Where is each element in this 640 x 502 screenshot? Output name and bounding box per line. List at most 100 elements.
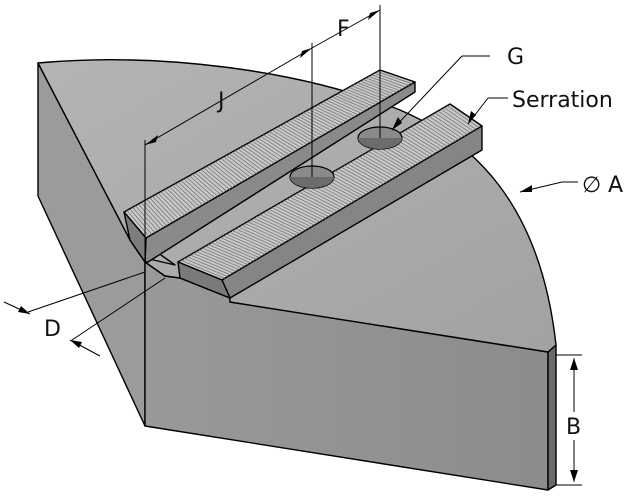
- serration-tooth-line: [203, 167, 230, 190]
- serration-tooth-line: [237, 148, 266, 169]
- serration-tooth-line: [337, 93, 371, 109]
- serration-tooth-line: [132, 207, 156, 234]
- serration-tooth-line: [199, 249, 243, 269]
- serration-tooth-line: [422, 119, 457, 142]
- serration-tooth-line: [214, 161, 242, 183]
- serration-tooth-line: [143, 200, 168, 227]
- serration-tooth-line: [135, 205, 159, 232]
- leader-diameter-a: [519, 181, 578, 193]
- serration-tooth-line: [320, 102, 353, 119]
- serration-tooth-line: [342, 90, 377, 105]
- dimension-j: [144, 43, 313, 262]
- serration-tooth-line: [226, 233, 269, 253]
- serration-tooth-line: [303, 112, 335, 130]
- serration-tooth-line: [262, 212, 304, 233]
- serration-tooth-line: [305, 110, 338, 128]
- serration-tooth-line: [195, 251, 240, 271]
- serration-tooth-line: [243, 145, 272, 166]
- serration-tooth-line: [183, 258, 228, 277]
- serration-tooth-line: [277, 126, 308, 145]
- label-f: F: [337, 17, 350, 42]
- serration-tooth-line: [294, 117, 326, 135]
- serration-tooth-line: [334, 94, 368, 111]
- serration-tooth-line: [359, 156, 396, 178]
- serration-tooth-line: [229, 153, 257, 175]
- serration-tooth-line: [248, 142, 278, 163]
- serration-tooth-line: [434, 112, 468, 135]
- serration-tooth-line: [311, 107, 344, 124]
- serration-tooth-line: [425, 117, 460, 140]
- serration-tooth-line: [357, 82, 392, 97]
- serration-tooth-line: [371, 74, 407, 88]
- label-j: J: [216, 89, 225, 114]
- serration-tooth-line: [274, 205, 315, 226]
- serration-tooth-line: [220, 237, 263, 257]
- serration-tooth-line: [328, 173, 367, 195]
- serration-tooth-line: [440, 108, 474, 132]
- serration-tooth-line: [331, 96, 365, 112]
- serration-tooth-line: [232, 230, 275, 250]
- serration-tooth-line: [404, 130, 439, 152]
- serration-tooth-line: [280, 124, 311, 143]
- serration-tooth-line: [209, 164, 236, 187]
- serrated-rail-front-end: [177, 261, 231, 299]
- serration-tooth-line: [428, 115, 462, 139]
- serration-tooth-line: [229, 231, 272, 252]
- serration-tooth-line: [340, 91, 374, 107]
- serration-tooth-line: [152, 195, 177, 221]
- serration-tooth-line: [325, 99, 359, 116]
- serration-tooth-line: [169, 186, 195, 211]
- serration-tooth-line: [206, 165, 233, 189]
- serration-tooth-line: [146, 199, 171, 225]
- serration-tooth-line: [211, 242, 254, 262]
- serration-tooth-line: [295, 193, 335, 214]
- mounting-hole-1-shadow: [290, 177, 334, 188]
- serration-tooth-line: [288, 120, 320, 138]
- label-g: G: [507, 45, 524, 70]
- serration-tooth-line: [183, 178, 210, 202]
- serration-tooth-line: [246, 143, 275, 164]
- serration-tooth-line: [328, 98, 362, 114]
- serration-tooth-line: [277, 203, 318, 224]
- serration-tooth-line: [298, 191, 338, 212]
- serration-tooth-line: [374, 147, 410, 170]
- serration-tooth-line: [407, 128, 442, 151]
- serration-tooth-line: [214, 240, 257, 260]
- serration-tooth-line: [217, 238, 260, 259]
- serration-tooth-line: [401, 131, 436, 154]
- label-serration: Serration: [512, 88, 613, 113]
- dimension-f: [311, 5, 381, 138]
- serration-tooth-line: [353, 159, 390, 182]
- serration-tooth-line: [223, 235, 266, 255]
- serration-tooth-line: [377, 145, 413, 168]
- serration-tooth-line: [137, 203, 162, 230]
- serration-tooth-line: [189, 175, 215, 199]
- serration-tooth-line: [437, 110, 471, 134]
- serration-tooth-line: [283, 200, 324, 221]
- serration-tooth-line: [371, 149, 408, 171]
- mounting-hole-2-shadow: [358, 138, 402, 149]
- serration-tooth-line: [238, 226, 280, 247]
- serration-tooth-line: [416, 123, 451, 146]
- serration-tooth-line: [247, 221, 289, 241]
- label-a: A: [608, 173, 623, 198]
- serration-tooth-line: [256, 216, 298, 236]
- serration-tooth-line: [253, 217, 295, 238]
- serration-tooth-line: [166, 188, 192, 213]
- serration-tooth-line: [250, 219, 292, 240]
- serration-tooth-line: [155, 194, 180, 220]
- serration-tooth-line: [359, 80, 395, 95]
- serration-tooth-line: [398, 133, 434, 156]
- serration-tooth-line: [149, 197, 174, 223]
- serration-tooth-line: [356, 158, 393, 180]
- serration-tooth-line: [189, 254, 234, 274]
- serration-tooth-line: [304, 187, 344, 209]
- serration-tooth-line: [260, 135, 290, 156]
- serration-tooth-line: [317, 104, 350, 121]
- serration-tooth-line: [180, 180, 207, 204]
- serration-tooth-line: [291, 118, 323, 137]
- serration-tooth-line: [280, 201, 321, 223]
- serration-tooth-line: [217, 159, 245, 182]
- serration-tooth-line: [205, 245, 249, 265]
- serration-tooth-line: [180, 259, 226, 279]
